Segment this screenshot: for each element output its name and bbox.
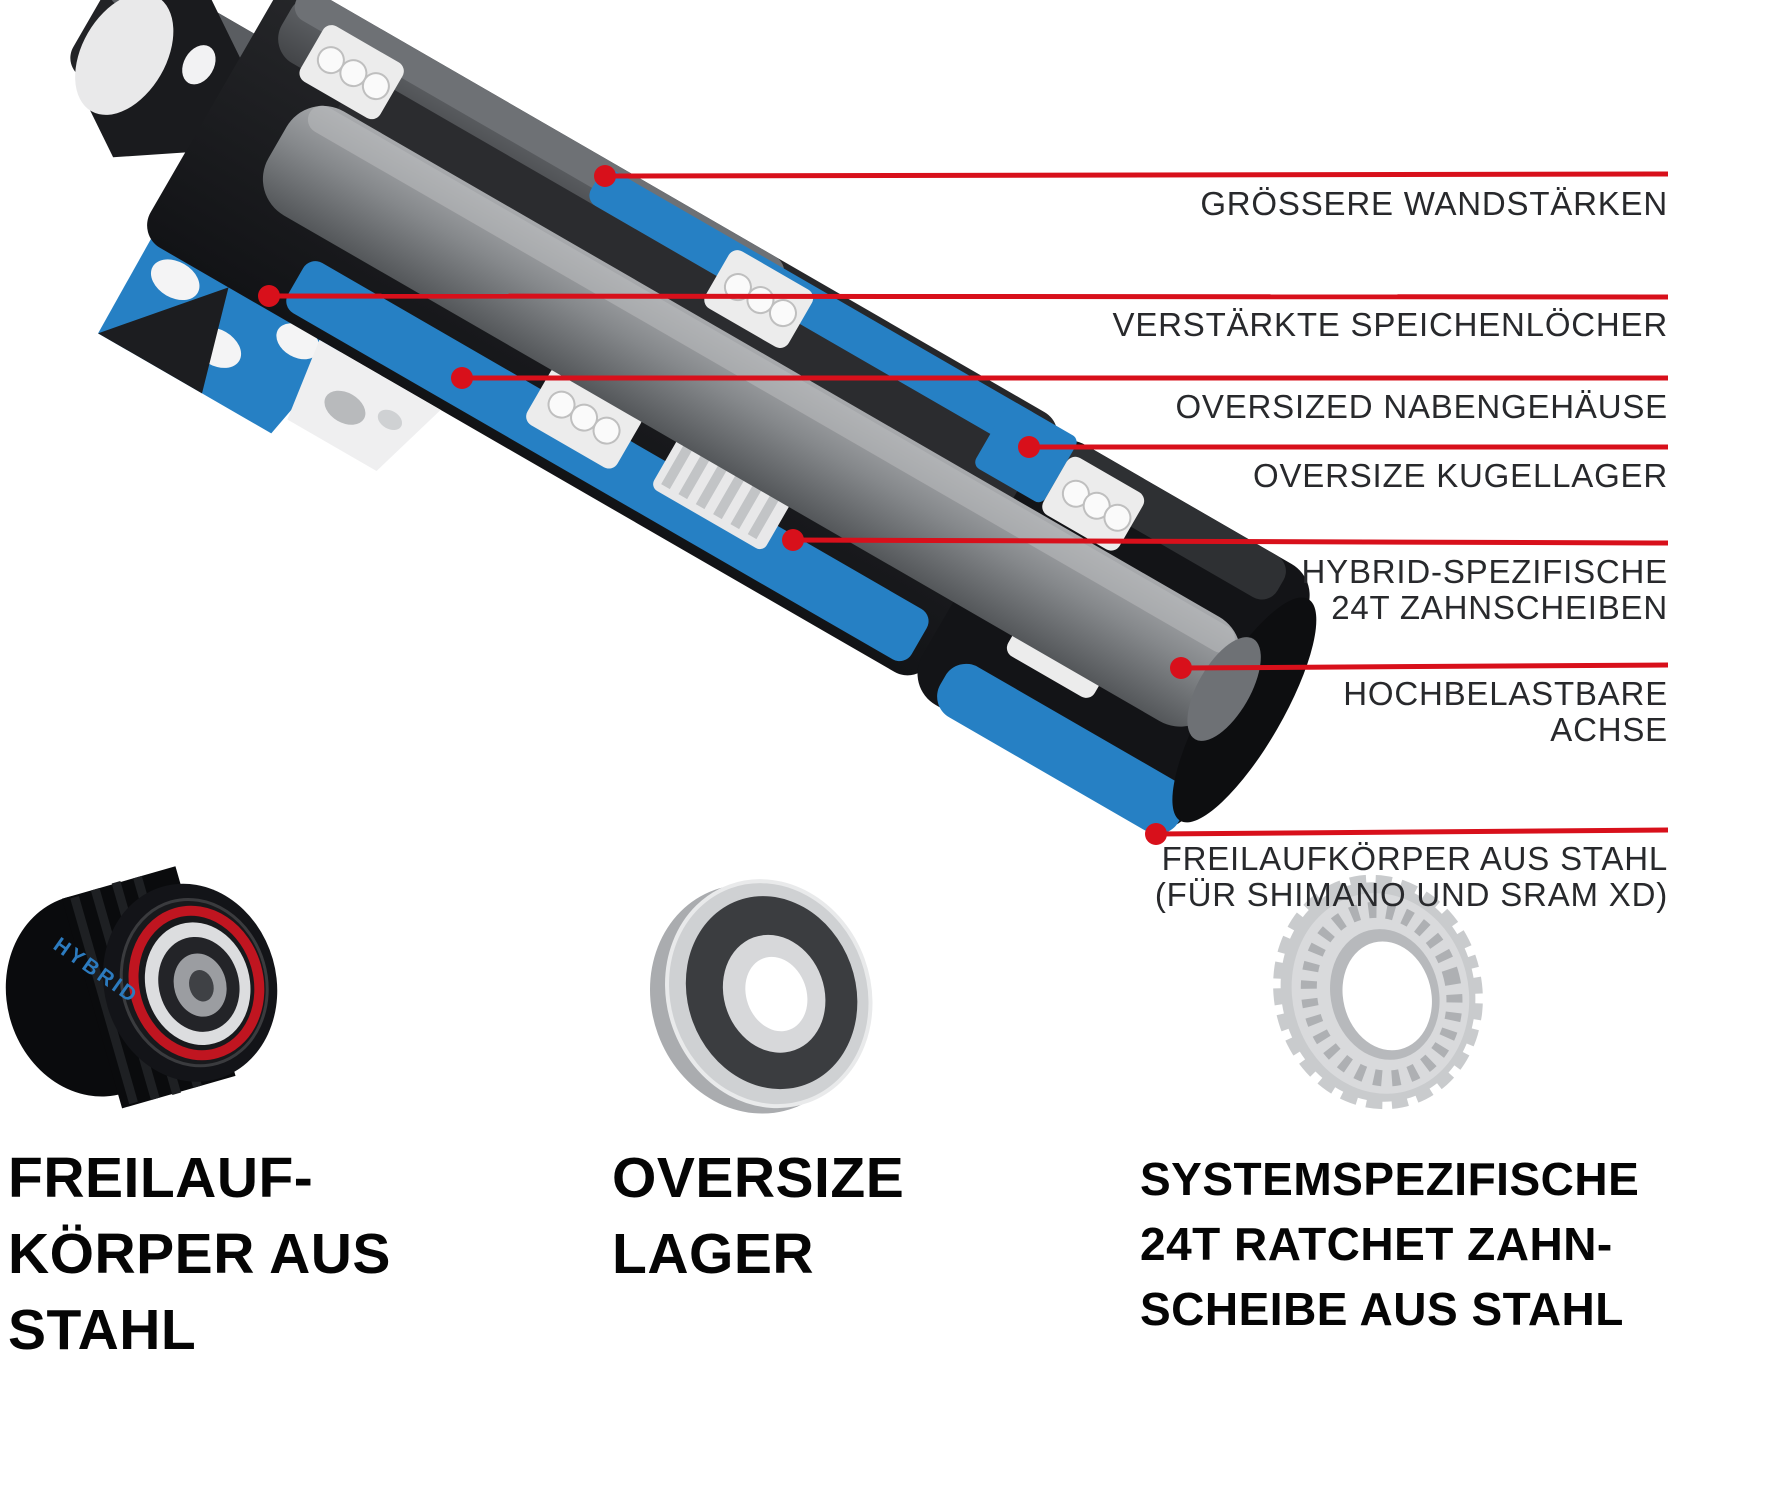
- callout-text: (FÜR SHIMANO UND SRAM XD): [1154, 876, 1668, 913]
- bearing-top-right: [1042, 456, 1145, 551]
- callout-dot-1: [258, 285, 280, 307]
- callout-label-wandstaerken: GRÖSSERE WANDSTÄRKEN: [1200, 186, 1668, 222]
- callout-text: HOCHBELASTBARE: [1343, 675, 1668, 712]
- callout-text: GRÖSSERE WANDSTÄRKEN: [1200, 185, 1668, 222]
- product-text: OVERSIZE: [612, 1146, 905, 1210]
- product-label-oversize-lager: OVERSIZE LAGER: [612, 1140, 904, 1292]
- product-text: KÖRPER AUS: [8, 1222, 391, 1286]
- product-text: STAHL: [8, 1298, 197, 1362]
- callout-dot-3: [1018, 436, 1040, 458]
- freehub-seal-ring: [128, 905, 265, 1061]
- callout-text: 24T ZAHNSCHEIBEN: [1331, 589, 1668, 626]
- product-label-ratchet-scheibe: SYSTEMSPEZIFISCHE 24T RATCHET ZAHN- SCHE…: [1140, 1147, 1639, 1342]
- callout-label-nabengehaeuse: OVERSIZED NABENGEHÄUSE: [1175, 389, 1668, 425]
- ratchet-teeth-cut: [653, 429, 795, 550]
- product-text: SYSTEMSPEZIFISCHE: [1140, 1153, 1640, 1205]
- callout-label-achse: HOCHBELASTBARE ACHSE: [1343, 676, 1668, 748]
- callout-dot-4: [782, 529, 804, 551]
- bearing-top-mid: [704, 250, 814, 348]
- hub-assembly: [75, 0, 1317, 835]
- product-label-freilaufkoerper: FREILAUF- KÖRPER AUS STAHL: [8, 1140, 391, 1368]
- ratchet-teeth: [1265, 867, 1491, 1117]
- callout-label-kugellager: OVERSIZE KUGELLAGER: [1253, 458, 1668, 494]
- callout-text: OVERSIZED NABENGEHÄUSE: [1175, 388, 1668, 425]
- bearing-top-left: [299, 25, 404, 120]
- callout-label-speichenloecher: VERSTÄRKTE SPEICHENLÖCHER: [1113, 307, 1668, 343]
- callout-dot-2: [451, 367, 473, 389]
- product-text: LAGER: [612, 1222, 814, 1286]
- callout-text: HYBRID-SPEZIFISCHE: [1301, 553, 1668, 590]
- callout-text: ACHSE: [1550, 711, 1668, 748]
- product-text: SCHEIBE AUS STAHL: [1140, 1283, 1624, 1335]
- freehub-liner: [937, 663, 1187, 835]
- callout-dot-0: [594, 165, 616, 187]
- product-text: 24T RATCHET ZAHN-: [1140, 1218, 1613, 1270]
- callout-line-1: [268, 293, 1669, 300]
- ratchet-photo: [1265, 867, 1491, 1117]
- callout-line-5: [1180, 662, 1669, 671]
- freehub-photo: [5, 866, 278, 1109]
- bearing-photo: [649, 879, 873, 1114]
- callout-text: OVERSIZE KUGELLAGER: [1253, 457, 1668, 494]
- callout-dot-5: [1170, 657, 1192, 679]
- callout-text: VERSTÄRKTE SPEICHENLÖCHER: [1112, 306, 1668, 343]
- callout-label-freilaufkoerper: FREILAUFKÖRPER AUS STAHL (FÜR SHIMANO UN…: [1155, 841, 1668, 913]
- callout-dot-6: [1145, 823, 1167, 845]
- callout-line-6: [1155, 827, 1669, 837]
- bearing-bottom-mid: [526, 366, 642, 469]
- flange-cut-face: [287, 339, 441, 472]
- callout-line-0: [604, 171, 1669, 179]
- axle-end-face: [75, 0, 174, 115]
- axle-tube: [262, 105, 1241, 727]
- callout-text: FREILAUFKÖRPER AUS STAHL: [1161, 840, 1668, 877]
- callout-line-4: [792, 537, 1669, 546]
- callout-label-zahnscheiben: HYBRID-SPEZIFISCHE 24T ZAHNSCHEIBEN: [1302, 554, 1668, 626]
- product-text: FREILAUF-: [8, 1146, 314, 1210]
